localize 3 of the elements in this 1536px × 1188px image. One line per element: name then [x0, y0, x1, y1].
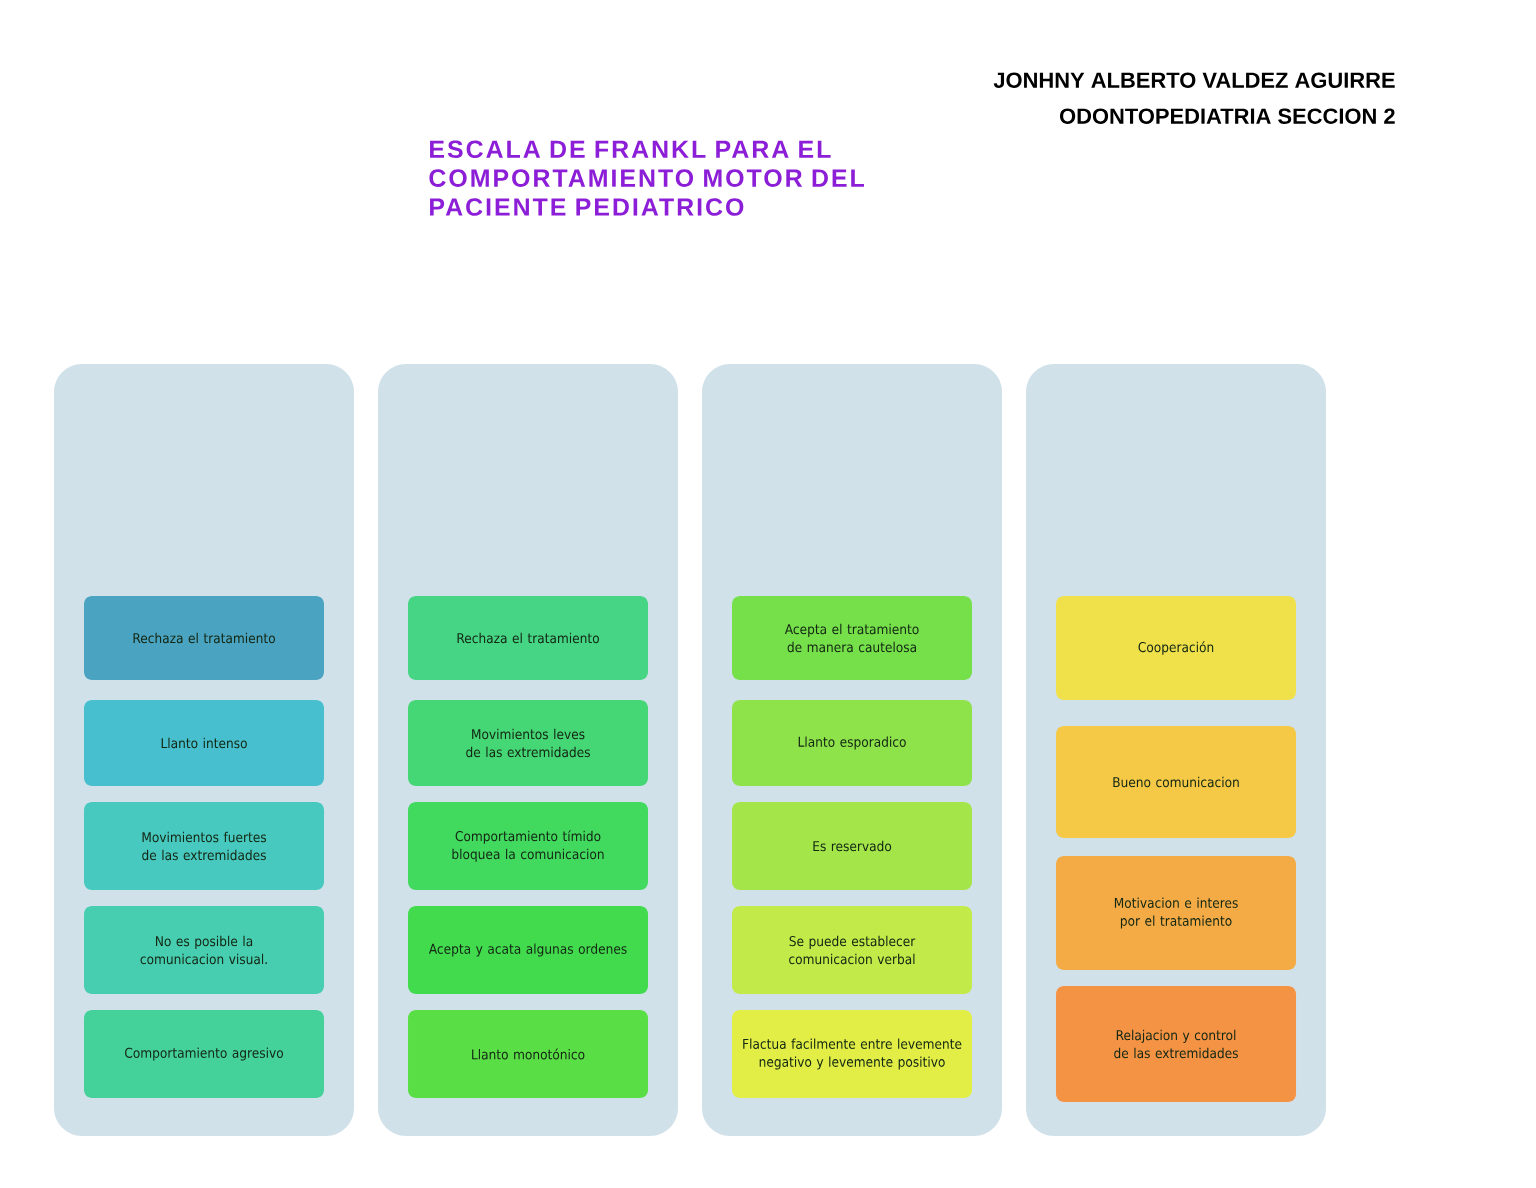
- author-label: JONHNY ALBERTO VALDEZ AGUIRRE: [993, 72, 1395, 88]
- author-label: ODONTOPEDIATRIA SECCION 2: [1060, 108, 1395, 124]
- title: ESCALA DE FRANKL PARA EL COMPORTAMIENTO MOTOR DEL PACIENTE PEDIATRICO: [429, 140, 864, 216]
